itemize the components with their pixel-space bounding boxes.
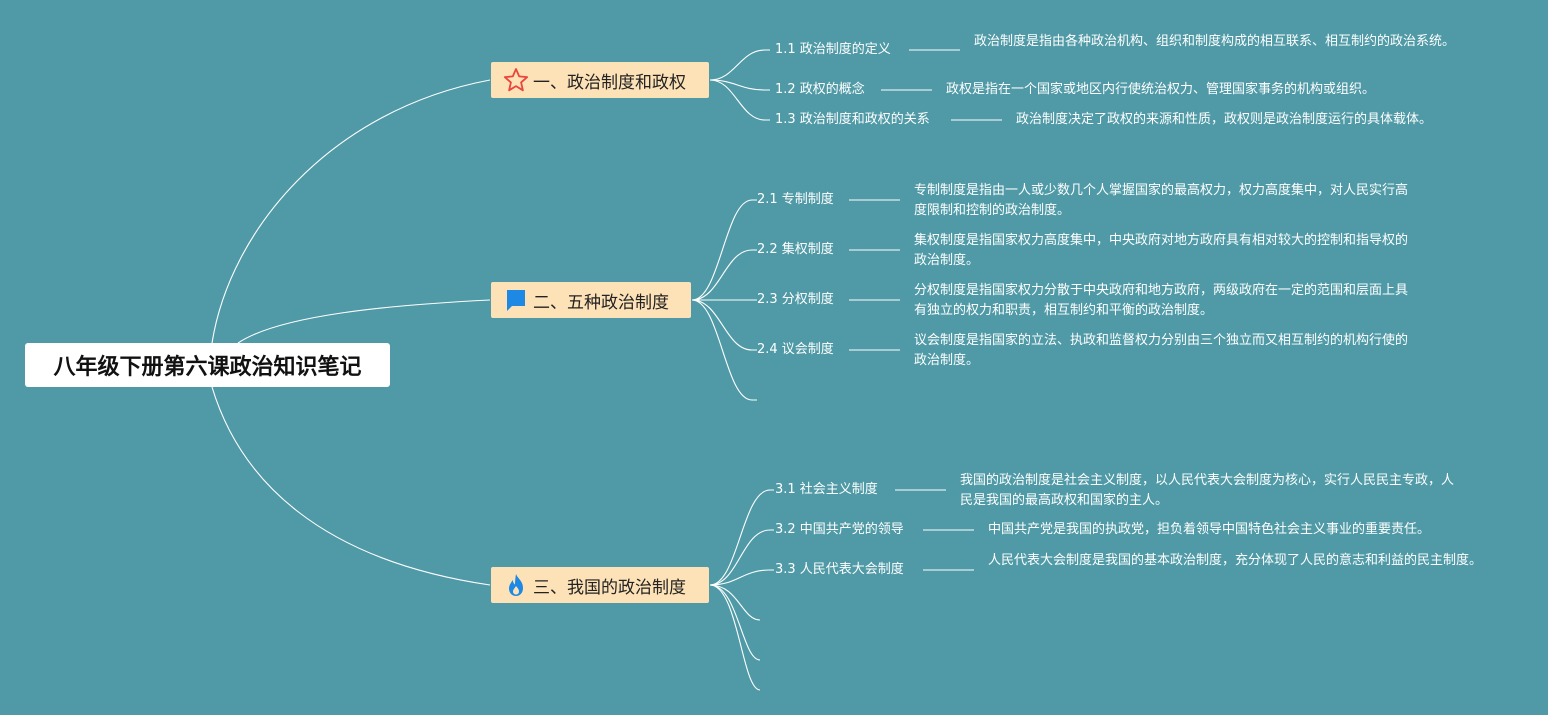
subtopic-2-3[interactable]: 2.3 分权制度	[757, 292, 834, 307]
subtopic-2-3-desc: 分权制度是指国家权力分散于中央政府和地方政府，两级政府在一定的范围和层面上具有独…	[914, 283, 1409, 318]
link-root-branch-2	[237, 299, 491, 344]
subtopic-3-1-desc: 我国的政治制度是社会主义制度，以人民代表大会制度为核心，实行人民民主专政，人民是…	[960, 473, 1455, 508]
subtopic-2-4[interactable]: 2.4 议会制度	[757, 342, 834, 357]
subtopic-3-3-desc: 人民代表大会制度是我国的基本政治制度，充分体现了人民的意志和利益的民主制度。	[988, 553, 1483, 568]
link-root-branch-1	[211, 79, 491, 344]
root-title: 八年级下册第六课政治知识笔记	[53, 355, 362, 380]
branch-title-3: 三、我国的政治制度	[533, 577, 686, 598]
subtopic-2-1-desc: 专制制度是指由一人或少数几个人掌握国家的最高权力，权力高度集中，对人民实行高度限…	[914, 183, 1409, 218]
link-b2-5	[691, 299, 757, 401]
subtopic-1-3-desc: 政治制度决定了政权的来源和性质，政权则是政治制度运行的具体载体。	[1016, 112, 1433, 127]
link-b3-3	[709, 569, 774, 586]
branch-topic-1[interactable]: 一、政治制度和政权	[491, 62, 709, 98]
link-b3-4	[709, 584, 761, 621]
flag-icon	[503, 287, 529, 313]
subtopic-2-2-desc: 集权制度是指国家权力高度集中，中央政府对地方政府具有相对较大的控制和指导权的政治…	[914, 233, 1409, 268]
link-b1-1	[709, 49, 770, 81]
fire-icon	[503, 572, 529, 598]
subtopic-3-2-desc: 中国共产党是我国的执政党，担负着领导中国特色社会主义事业的重要责任。	[988, 522, 1431, 537]
branch-title-2: 二、五种政治制度	[533, 292, 669, 313]
subtopic-3-3[interactable]: 3.3 人民代表大会制度	[775, 562, 904, 577]
subtopic-1-3[interactable]: 1.3 政治制度和政权的关系	[775, 112, 930, 127]
subtopic-1-2[interactable]: 1.2 政权的概念	[775, 82, 865, 97]
subtopic-3-1[interactable]: 3.1 社会主义制度	[775, 482, 878, 497]
subtopic-2-2[interactable]: 2.2 集权制度	[757, 242, 834, 257]
branch-topic-3[interactable]: 三、我国的政治制度	[491, 567, 709, 603]
root-topic[interactable]: 八年级下册第六课政治知识笔记	[25, 343, 390, 387]
subtopic-1-2-desc: 政权是指在一个国家或地区内行使统治权力、管理国家事务的机构或组织。	[946, 82, 1376, 97]
link-b2-4	[691, 299, 757, 351]
subtopic-2-1[interactable]: 2.1 专制制度	[757, 192, 834, 207]
link-b2-1	[691, 199, 757, 301]
link-b1-2	[709, 79, 770, 91]
link-b1-3	[709, 79, 770, 121]
branch-title-1: 一、政治制度和政权	[533, 72, 686, 93]
branch-topic-2[interactable]: 二、五种政治制度	[491, 282, 691, 318]
subtopic-3-2[interactable]: 3.2 中国共产党的领导	[775, 522, 904, 537]
subtopic-1-1[interactable]: 1.1 政治制度的定义	[775, 42, 891, 57]
link-b3-2	[709, 529, 774, 586]
subtopic-2-4-desc: 议会制度是指国家的立法、执政和监督权力分别由三个独立而又相互制约的机构行使的政治…	[914, 333, 1409, 368]
link-b2-2	[691, 249, 757, 301]
link-b3-1	[709, 489, 774, 586]
link-b3-6	[709, 584, 761, 691]
subtopic-1-1-desc: 政治制度是指由各种政治机构、组织和制度构成的相互联系、相互制约的政治系统。	[974, 34, 1456, 49]
link-root-branch-3	[211, 386, 491, 586]
star-icon	[503, 67, 529, 93]
link-b3-5	[709, 584, 761, 661]
